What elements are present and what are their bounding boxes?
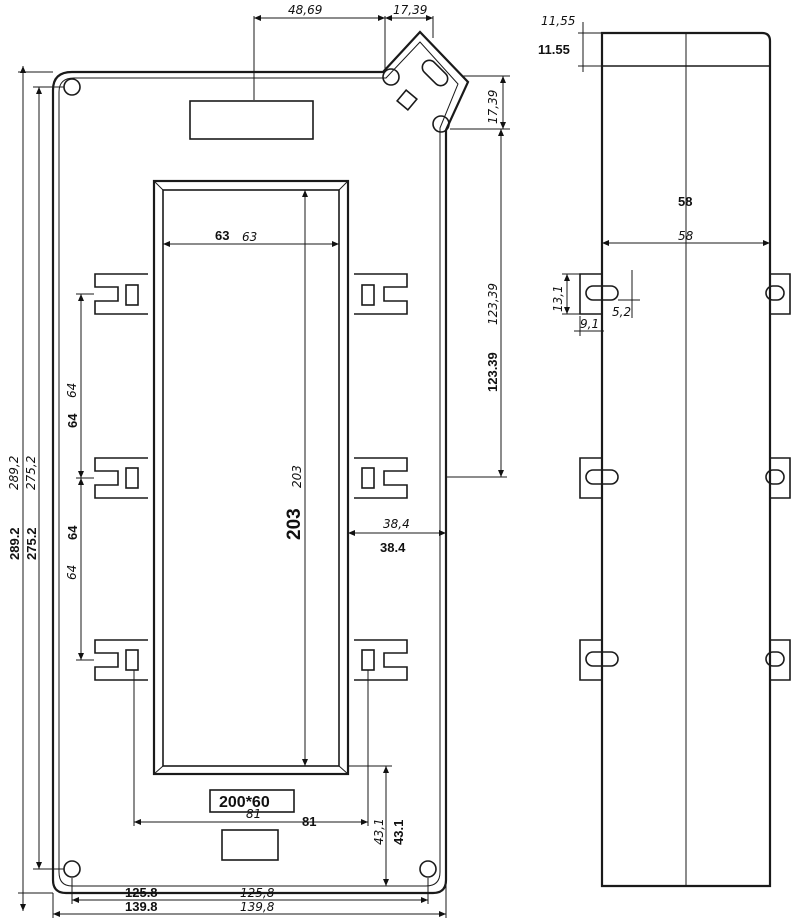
dim-slot-radius: 5,2 xyxy=(612,305,631,319)
mount-hole-tl xyxy=(63,78,81,96)
side-top-cap xyxy=(600,31,772,66)
dim-window-height-big: 203 xyxy=(284,508,305,540)
dim-window-width-it: 63 xyxy=(242,230,257,244)
dim-depth-bd: 58 xyxy=(678,194,692,209)
corner-slot xyxy=(421,59,449,87)
housing-inner-outline xyxy=(58,41,459,887)
dim-depth-it: 58 xyxy=(678,229,694,243)
dim-top-width: 48,69 xyxy=(288,3,322,17)
side-slot-right-3 xyxy=(765,639,791,681)
dim-right-edge-bd: 123.39 xyxy=(485,352,500,392)
bracket-left-3 xyxy=(94,639,148,681)
mount-hole-bl xyxy=(63,860,81,878)
dim-side-gap-bd: 38.4 xyxy=(380,540,406,555)
dim-pitch-1-it: 64 xyxy=(65,383,79,398)
dim-window-height-it: 203 xyxy=(290,465,304,488)
dim-mount-height-bd: 275.2 xyxy=(24,527,39,560)
mount-hole-corner-a xyxy=(382,68,400,86)
side-slot-right-1 xyxy=(765,273,791,315)
dim-mount-width-bd: 125.8 xyxy=(125,885,158,900)
dim-mount-height-it: 275,2 xyxy=(24,456,38,490)
bracket-right-3 xyxy=(354,639,408,681)
dim-total-height-it: 289,2 xyxy=(7,456,21,490)
side-view: 11,55 11.55 58 58 xyxy=(538,14,791,888)
dim-pitch-2-it: 64 xyxy=(65,565,79,580)
dim-total-height-bd: 289.2 xyxy=(7,527,22,560)
dim-tab-drop-it: 43,1 xyxy=(372,818,386,845)
dim-tab-span-it: 81 xyxy=(246,807,261,821)
front-view: 48,69 17,39 17,39 123,39 123.39 63 63 20… xyxy=(7,3,510,918)
window-label-box xyxy=(209,789,295,813)
bracket-left-1 xyxy=(94,273,148,315)
dim-total-width-it: 139,8 xyxy=(240,900,275,914)
side-slot-left-1 xyxy=(579,273,619,315)
window-inner xyxy=(162,189,340,767)
window-outer xyxy=(152,179,350,776)
dim-slot-width: 9,1 xyxy=(580,317,599,331)
dim-total-width-bd: 139.8 xyxy=(125,899,158,914)
mount-hole-corner-b xyxy=(432,115,450,133)
dim-pitch-2-bd: 64 xyxy=(65,525,80,540)
dim-window-width-bd: 63 xyxy=(215,228,229,243)
dim-pitch-1-bd: 64 xyxy=(65,413,80,428)
dim-mount-width-it: 125,8 xyxy=(240,886,275,900)
dim-tab-span-bd: 81 xyxy=(302,814,316,829)
dim-corner-height: 17,39 xyxy=(486,90,500,124)
dim-slot-height: 13,1 xyxy=(551,285,565,312)
side-slot-right-2 xyxy=(765,457,791,499)
mount-hole-br xyxy=(419,860,437,878)
nameplate-top xyxy=(189,100,314,140)
dim-top-cap-it: 11,55 xyxy=(541,14,575,28)
bracket-right-2 xyxy=(354,457,408,499)
dim-top-cap-bd: 11.55 xyxy=(538,42,570,57)
corner-square xyxy=(396,89,418,111)
bracket-right-1 xyxy=(354,273,408,315)
side-slot-left-3 xyxy=(579,639,619,681)
dim-corner-width: 17,39 xyxy=(393,3,427,17)
window-label: 200*60 xyxy=(219,794,270,811)
dim-tab-drop-bd: 43.1 xyxy=(391,820,406,845)
dim-side-gap-it: 38,4 xyxy=(383,517,410,531)
housing-outline xyxy=(51,30,470,895)
nameplate-bottom xyxy=(221,829,279,861)
bracket-left-2 xyxy=(94,457,148,499)
dim-right-edge-it: 123,39 xyxy=(486,283,500,325)
side-slot-left-2 xyxy=(579,457,619,499)
